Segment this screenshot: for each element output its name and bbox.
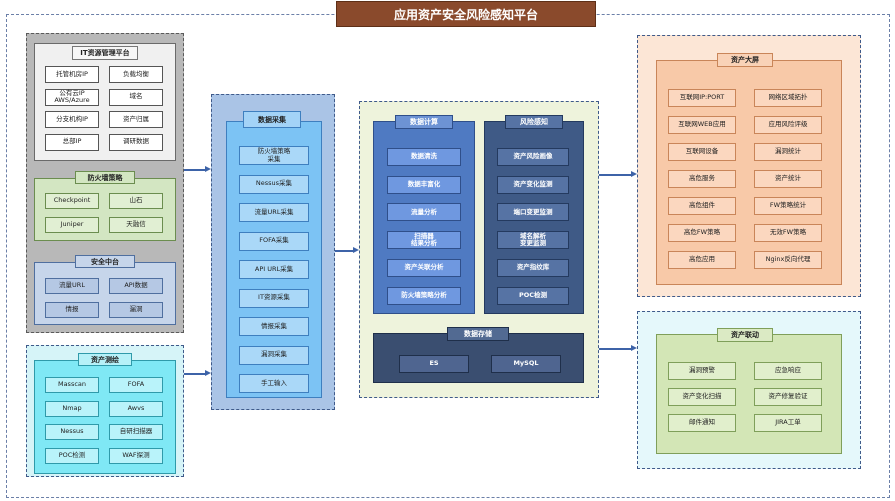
dashboard-item: 网络区域拓扑 — [754, 89, 822, 107]
it-platform-item: 调研数据 — [109, 133, 163, 151]
arrow-processing-to-dashboard — [599, 174, 631, 176]
dashboard-item: Nginx反向代理 — [754, 251, 822, 269]
dashboard-title: 资产大屏 — [717, 53, 773, 67]
collection-item: 防火墙策略 采集 — [239, 146, 309, 165]
linkage-item: JIRA工单 — [754, 414, 822, 432]
asset-probe-item: FOFA — [109, 377, 163, 393]
firewall-item: Checkpoint — [45, 193, 99, 209]
risk-item: 域名解析 变更监测 — [497, 231, 569, 250]
firewall-item: 山石 — [109, 193, 163, 209]
asset-probe-item: Awvs — [109, 400, 163, 417]
arrow-processing-to-linkage — [599, 348, 631, 350]
security-center-item: 流量URL — [45, 278, 99, 294]
dashboard-item: 高危应用 — [668, 251, 736, 269]
dashboard-item: 互联网设备 — [668, 143, 736, 161]
security-center-item: 漏洞 — [109, 302, 163, 318]
platform-title: 应用资产安全风险感知平台 — [336, 1, 596, 27]
asset-probe-item: Nmap — [45, 400, 99, 417]
security-center-item: API数据 — [109, 278, 163, 294]
dashboard-item: 无效FW策略 — [754, 224, 822, 242]
risk-item: 资产指纹库 — [497, 258, 569, 277]
arrow-head-sources — [205, 166, 211, 172]
compute-item: 数据清洗 — [387, 148, 461, 166]
linkage-item: 资产修复验证 — [754, 388, 822, 406]
arrow-sources-to-collection — [184, 169, 206, 171]
dashboard-item: 互联网IP:PORT — [668, 89, 736, 107]
risk-item: POC检测 — [497, 286, 569, 305]
dashboard-item: 互联网WEB应用 — [668, 116, 736, 134]
firewall-item: Juniper — [45, 217, 99, 233]
dashboard-item: 高危FW策略 — [668, 224, 736, 242]
storage-item: ES — [399, 355, 469, 373]
storage-item: MySQL — [491, 355, 561, 373]
collection-item: 手工输入 — [239, 374, 309, 393]
compute-item: 资产关联分析 — [387, 258, 461, 277]
risk-title: 风险感知 — [505, 115, 563, 129]
arrow-collection-to-processing — [335, 250, 354, 252]
it-platform-item: 资产归属 — [109, 111, 163, 128]
security-center-item: 情报 — [45, 302, 99, 318]
asset-probe-title: 资产测绘 — [78, 353, 132, 366]
compute-item: 数据丰富化 — [387, 175, 461, 194]
compute-item: 扫描器 结果分析 — [387, 231, 461, 250]
compute-item: 防火墙策略分析 — [387, 286, 461, 305]
collection-item: Nessus采集 — [239, 174, 309, 194]
it-platform-item: 公有云IP AWS/Azure — [45, 88, 99, 106]
risk-item: 资产变化监测 — [497, 175, 569, 194]
compute-item: 流量分析 — [387, 203, 461, 222]
arrow-head-dashboard — [631, 171, 637, 177]
firewall-title: 防火墙策略 — [75, 171, 135, 184]
compute-title: 数据计算 — [395, 115, 453, 129]
collection-title: 数据采集 — [243, 111, 301, 128]
it-platform-item: 域名 — [109, 88, 163, 106]
asset-probe-item: Nessus — [45, 424, 99, 440]
linkage-title: 资产联动 — [717, 328, 773, 342]
arrow-head-linkage — [631, 345, 637, 351]
risk-item: 资产风险画像 — [497, 148, 569, 166]
linkage-item: 应急响应 — [754, 362, 822, 380]
dashboard-item: 资产统计 — [754, 170, 822, 188]
it-platform-item: 分支机构IP — [45, 111, 99, 128]
dashboard-item: FW策略统计 — [754, 197, 822, 215]
it-platform-item: 总部IP — [45, 133, 99, 151]
it-platform-item: 负载均衡 — [109, 66, 163, 83]
asset-probe-item: POC检测 — [45, 447, 99, 464]
asset-probe-item: 自研扫描器 — [109, 424, 163, 440]
storage-title: 数据存储 — [447, 327, 509, 341]
risk-item: 端口变更监测 — [497, 203, 569, 222]
it-platform-title: IT资源管理平台 — [72, 46, 138, 60]
collection-item: API URL采集 — [239, 260, 309, 279]
security-center-title: 安全中台 — [75, 255, 135, 268]
collection-item: 流量URL采集 — [239, 203, 309, 222]
collection-item: IT资源采集 — [239, 288, 309, 308]
dashboard-item: 高危组件 — [668, 197, 736, 215]
linkage-item: 漏洞预警 — [668, 362, 736, 380]
dashboard-item: 应用风险评级 — [754, 116, 822, 134]
dashboard-item: 漏洞统计 — [754, 143, 822, 161]
arrow-head-collection — [353, 247, 359, 253]
linkage-item: 资产变化扫描 — [668, 388, 736, 406]
it-platform-item: 托管机房IP — [45, 66, 99, 83]
linkage-item: 邮件通知 — [668, 414, 736, 432]
arrow-head-probe — [205, 370, 211, 376]
asset-probe-item: Masscan — [45, 377, 99, 393]
dashboard-item: 高危服务 — [668, 170, 736, 188]
collection-item: 漏洞采集 — [239, 345, 309, 365]
collection-item: 情报采集 — [239, 317, 309, 336]
arrow-probe-to-collection — [184, 373, 206, 375]
asset-probe-item: WAF探测 — [109, 447, 163, 464]
firewall-item: 天融信 — [109, 217, 163, 233]
collection-item: FOFA采集 — [239, 231, 309, 251]
